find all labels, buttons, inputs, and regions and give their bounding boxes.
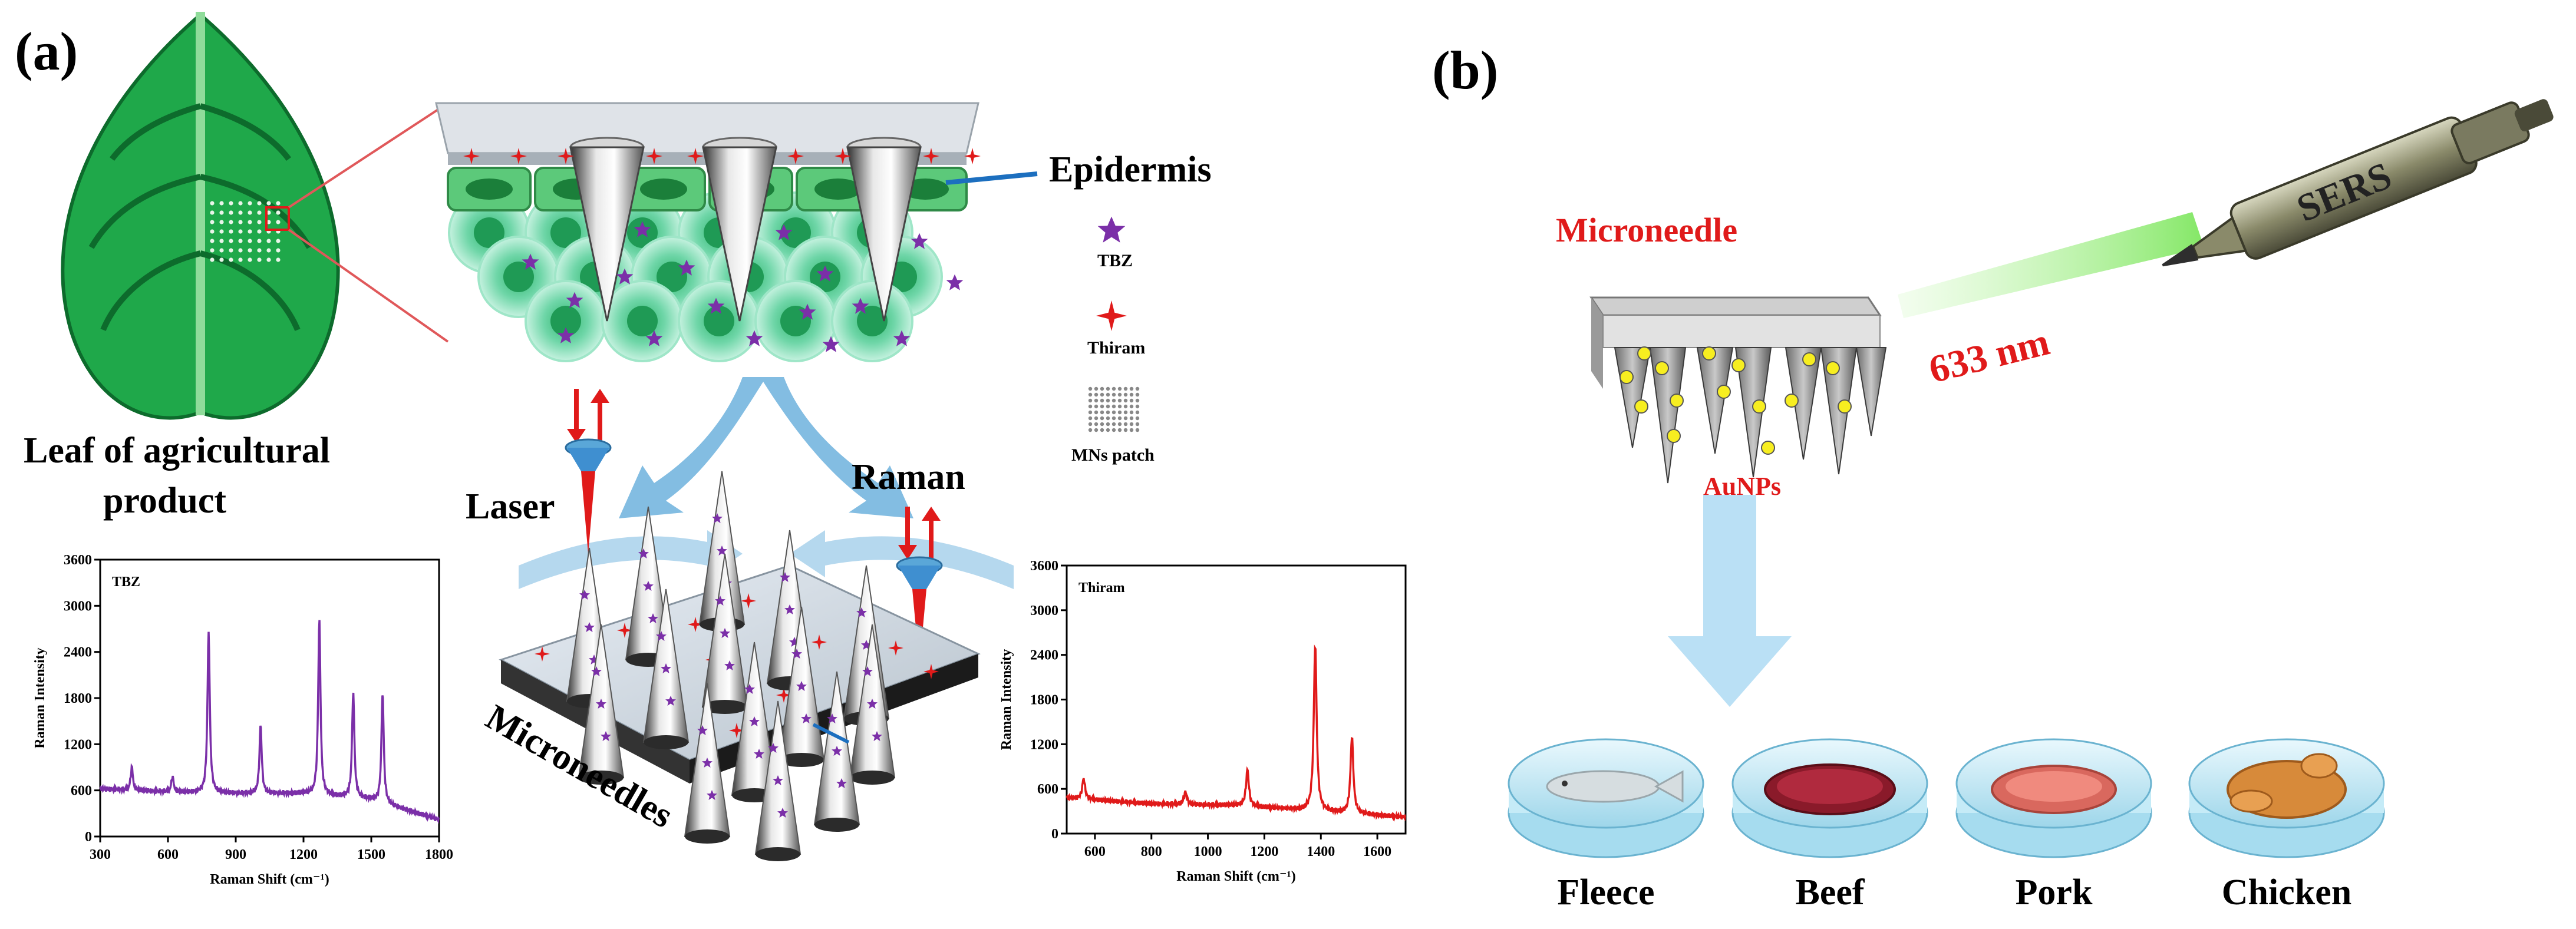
spectrum-line	[1066, 644, 1406, 822]
chart-title: TBZ	[112, 574, 140, 590]
y-axis-label: Raman Intensity	[32, 647, 48, 748]
x-tick-label: 1500	[357, 847, 385, 862]
y-axis-label: Raman Intensity	[999, 649, 1014, 750]
x-tick-label: 900	[225, 847, 246, 862]
y-tick-label: 2400	[1030, 648, 1058, 663]
x-tick-label: 800	[1141, 844, 1162, 859]
legend-thiram: Thiram	[1087, 338, 1145, 358]
inserted-needles	[569, 137, 922, 322]
y-tick-label: 3600	[1030, 558, 1058, 574]
x-tick-label: 600	[1084, 844, 1106, 859]
sers-probe: SERS	[1898, 99, 2554, 318]
thiram-star-icon	[1096, 300, 1127, 331]
microneedle-array	[566, 471, 896, 861]
epidermis-pointer	[945, 171, 1038, 185]
x-axis-label: Raman Shift (cm⁻¹)	[210, 872, 329, 887]
x-tick-label: 300	[90, 847, 111, 862]
y-tick-label: 1200	[1030, 737, 1058, 752]
x-axis-label: Raman Shift (cm⁻¹)	[1176, 869, 1296, 884]
epidermis-label: Epidermis	[1049, 150, 1212, 190]
sample-label-1: Beef	[1795, 872, 1865, 913]
chart-title: Thiram	[1078, 580, 1125, 596]
y-tick-label: 2400	[64, 645, 92, 660]
spectrum-line	[99, 620, 440, 824]
y-tick-label: 600	[71, 783, 92, 799]
skin-insertion-illustration	[435, 102, 981, 362]
mn-patch-dots	[210, 201, 281, 262]
x-tick-label: 1000	[1194, 844, 1222, 859]
laser-label: Laser	[466, 487, 555, 527]
microneedle-chip	[1589, 296, 1887, 484]
tbz-star-icon	[1097, 216, 1126, 243]
plot-frame	[99, 558, 440, 838]
sample-dishes: Fleece Beef Pork Chicken	[1508, 738, 2385, 913]
x-tick-label: 1800	[425, 847, 453, 862]
legend-mns-patch: MNs patch	[1071, 445, 1155, 465]
leaf-caption-line2: product	[103, 481, 226, 521]
y-tick-label: 1800	[64, 691, 92, 706]
sample-label-2: Pork	[2016, 872, 2093, 913]
y-tick-label: 1800	[1030, 693, 1058, 708]
down-arrow	[1668, 495, 1792, 707]
x-tick-label: 1400	[1307, 844, 1335, 859]
x-tick-label: 1200	[289, 847, 318, 862]
y-tick-label: 0	[85, 829, 92, 845]
zoom-line-top	[288, 102, 449, 209]
panel-a-label: (a)	[15, 21, 78, 81]
y-tick-label: 3000	[64, 599, 92, 614]
chip-needles	[1614, 346, 1887, 484]
y-tick-label: 600	[1037, 782, 1058, 797]
x-tick-label: 600	[157, 847, 179, 862]
mn-patch-icon	[1088, 386, 1140, 432]
microneedle-label: Microneedle	[1556, 211, 1737, 249]
panel-b-label: (b)	[1432, 40, 1498, 100]
thiram-spectrum-chart: 600 800 1000 1200 1400 1600 0 600 1200 1800 2400 30…	[999, 558, 1407, 884]
leaf-illustration	[61, 12, 340, 420]
y-tick-label: 1200	[64, 737, 92, 752]
legend-tbz: TBZ	[1097, 251, 1133, 270]
leaf-caption-line1: Leaf of agricultural	[24, 431, 330, 471]
sample-label-0: Fleece	[1557, 872, 1654, 913]
y-tick-label: 3600	[64, 553, 92, 568]
raman-label: Raman	[852, 457, 965, 497]
sample-label-3: Chicken	[2222, 872, 2351, 913]
x-tick-label: 1200	[1250, 844, 1278, 859]
y-tick-label: 0	[1051, 826, 1058, 842]
microneedle-patch	[499, 471, 981, 861]
wavelength-label: 633 nm	[1925, 320, 2054, 392]
zoom-line-bottom	[288, 229, 449, 343]
y-tick-label: 3000	[1030, 603, 1058, 619]
laser-probe	[565, 389, 612, 554]
x-tick-label: 1600	[1363, 844, 1391, 859]
legend: TBZ Thiram MNs patch	[1071, 216, 1155, 465]
tbz-spectrum-chart: 300 600 900 1200 1500 1800 0 600 1200 1800 2400 300…	[32, 553, 453, 887]
